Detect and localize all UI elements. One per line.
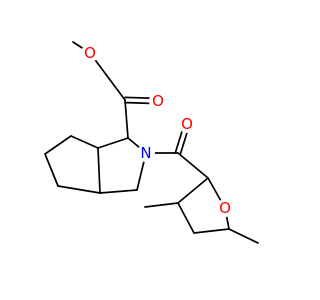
c3-c3a-bond [99,189,138,194]
ester-to-ring-bond [124,99,129,139]
bonds-group [44,41,259,244]
fusion-bond [97,147,101,194]
molecule-diagram: O O N O O [44,41,259,244]
methyl-c3-bond [144,202,179,208]
oxolane-c5-c4-bond [193,228,230,234]
structure-svg: O O N O O [44,41,259,244]
amide-to-oxolane-bond [177,152,209,179]
c5-c4-bond [44,153,59,187]
atom-o-oxolane-label: O [219,199,231,217]
atom-o-amide-carbonyl: O [178,115,196,133]
methyl-c5-bond [228,228,259,244]
oxolane-c4-c3-bond [177,202,195,234]
atoms-group: O O N O O [81,44,234,217]
oxolane-c3-c2-bond [177,177,209,204]
atom-o-methoxy: O [81,44,99,62]
c4-c3a-bond [57,185,101,194]
c1-c6a-bond [97,137,129,149]
atom-o-amide-carbonyl-label: O [181,115,193,133]
atom-n-ring: N [137,144,155,162]
c6a-c6-bond [70,135,99,149]
o-carbonyl-bond [89,52,126,101]
atom-o-ester-carbonyl-label: O [152,92,164,110]
atom-o-methoxy-label: O [84,44,96,62]
atom-o-ester-carbonyl: O [149,92,167,110]
atom-n-ring-label: N [140,144,151,162]
c6-c5-bond [44,135,72,155]
atom-o-oxolane: O [216,199,234,217]
